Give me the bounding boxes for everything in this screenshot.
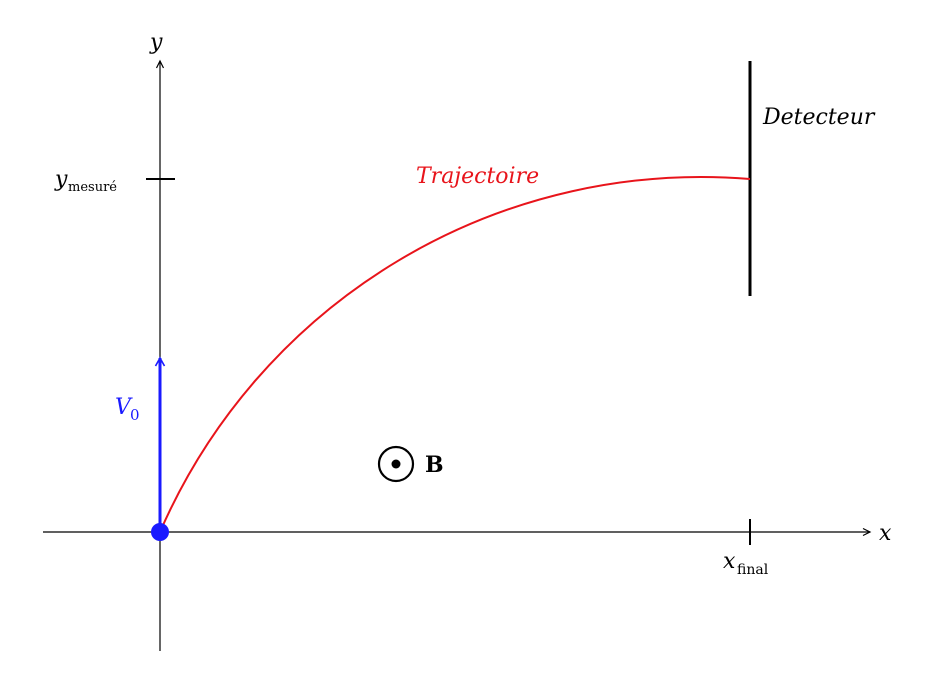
detector-label: Detecteur	[762, 105, 876, 130]
y-measured-label: y mesuré	[54, 167, 117, 195]
svg-text:x: x	[723, 549, 736, 574]
x-axis-label: x	[879, 521, 892, 546]
velocity-label: V 0	[115, 395, 140, 424]
y-axis-label: y	[149, 30, 163, 55]
x-final-label: x final	[723, 549, 769, 578]
svg-text:final: final	[737, 562, 769, 578]
svg-text:y: y	[54, 167, 68, 192]
svg-text:V: V	[115, 395, 133, 420]
svg-text:mesuré: mesuré	[68, 180, 117, 195]
trajectory-label: Trajectoire	[416, 164, 539, 189]
out-of-page-dot-circle-icon	[377, 445, 415, 483]
svg-text:0: 0	[130, 406, 140, 424]
field-label: B	[425, 452, 444, 478]
trajectory-curve	[159, 176, 751, 533]
particle-dot-icon	[151, 523, 169, 541]
